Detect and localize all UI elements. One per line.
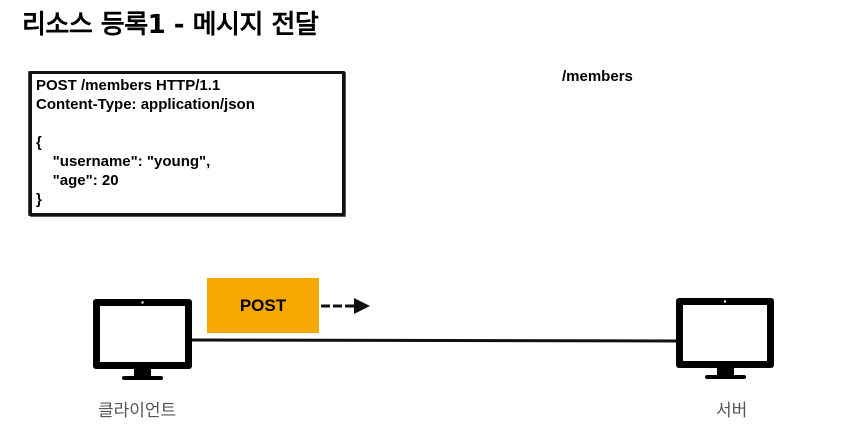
http-method-label: POST bbox=[239, 295, 287, 315]
client-label: 클라이언트 bbox=[98, 401, 177, 421]
arrow-right-icon bbox=[321, 298, 370, 314]
http-request-message: POST /members HTTP/1.1 Content-Type: app… bbox=[36, 77, 255, 208]
monitor-icon bbox=[93, 299, 192, 380]
resource-path-label: /members bbox=[562, 68, 633, 85]
page-title: 리소스 등록1 - 메시지 전달 bbox=[22, 10, 319, 40]
connection-line bbox=[188, 338, 682, 343]
monitor-icon bbox=[676, 298, 774, 379]
server-label: 서버 bbox=[716, 401, 748, 421]
http-request-message-box: POST /members HTTP/1.1 Content-Type: app… bbox=[29, 71, 345, 216]
http-method-box: POST bbox=[207, 278, 319, 333]
